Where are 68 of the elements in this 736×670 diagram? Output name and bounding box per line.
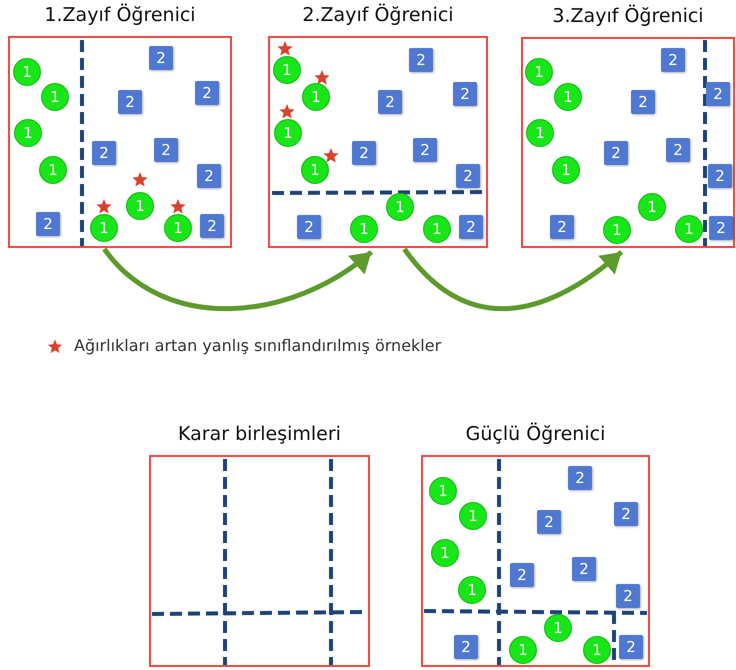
- class-two-marker: 2: [409, 48, 433, 72]
- class-one-marker: 1: [509, 636, 537, 664]
- class-two-marker: 2: [378, 90, 402, 114]
- class-one-marker: 1: [14, 119, 42, 147]
- class-two-marker: 2: [197, 164, 221, 188]
- class-one-marker: 1: [13, 58, 41, 86]
- class-one-marker: 1: [675, 215, 703, 243]
- class-one-marker: 1: [350, 215, 378, 243]
- class-one-marker: 1: [423, 215, 451, 243]
- class-two-marker: 2: [604, 141, 628, 165]
- class-one-marker: 1: [386, 193, 414, 221]
- class-two-marker: 2: [706, 82, 730, 106]
- class-one-marker: 1: [526, 119, 554, 147]
- panel-title: Karar birleşimleri: [177, 423, 342, 445]
- class-two-marker: 2: [550, 215, 574, 239]
- class-one-marker: 1: [552, 156, 580, 184]
- class-one-marker: 1: [638, 193, 666, 221]
- class-two-marker: 2: [661, 48, 685, 72]
- class-two-marker: 2: [36, 212, 60, 236]
- class-one-marker: 1: [90, 214, 118, 242]
- panel-title: 2.Zayıf Öğrenici: [301, 4, 455, 26]
- class-one-marker: 1: [583, 636, 611, 664]
- class-two-marker: 2: [616, 584, 640, 608]
- class-one-marker: 1: [458, 576, 486, 604]
- panel-title: Güçlü Öğrenici: [464, 423, 606, 445]
- class-one-marker: 1: [273, 56, 301, 84]
- class-two-marker: 2: [709, 216, 733, 240]
- class-one-marker: 1: [41, 83, 69, 111]
- class-one-marker: 1: [525, 58, 553, 86]
- class-one-marker: 1: [301, 156, 329, 184]
- class-two-marker: 2: [619, 635, 643, 659]
- class-two-marker: 2: [614, 502, 638, 526]
- class-two-marker: 2: [459, 215, 483, 239]
- curved-arrow: [402, 247, 624, 312]
- class-two-marker: 2: [537, 510, 561, 534]
- class-one-marker: 1: [459, 502, 487, 530]
- class-two-marker: 2: [454, 635, 478, 659]
- class-two-marker: 2: [708, 164, 732, 188]
- class-one-marker: 1: [603, 216, 631, 244]
- class-two-marker: 2: [568, 466, 592, 490]
- class-two-marker: 2: [92, 141, 116, 165]
- class-two-marker: 2: [352, 141, 376, 165]
- class-two-marker: 2: [572, 557, 596, 581]
- class-two-marker: 2: [456, 164, 480, 188]
- class-two-marker: 2: [149, 46, 173, 70]
- class-one-marker: 1: [429, 477, 457, 505]
- class-one-marker: 1: [544, 614, 572, 642]
- legend-text: Ağırlıkları artan yanlış sınıflandırılmış örnekler: [74, 336, 442, 355]
- panel-title: 3.Zayıf Öğrenici: [551, 5, 705, 27]
- panel-title: 1.Zayıf Öğrenici: [43, 4, 197, 26]
- class-two-marker: 2: [631, 90, 655, 114]
- class-two-marker: 2: [118, 90, 142, 114]
- class-one-marker: 1: [274, 119, 302, 147]
- curved-arrow: [102, 247, 373, 312]
- class-two-marker: 2: [510, 563, 534, 587]
- class-two-marker: 2: [666, 138, 690, 162]
- class-one-marker: 1: [164, 214, 192, 242]
- class-two-marker: 2: [195, 81, 219, 105]
- class-two-marker: 2: [200, 214, 224, 238]
- class-two-marker: 2: [297, 215, 321, 239]
- class-one-marker: 1: [431, 539, 459, 567]
- class-one-marker: 1: [126, 192, 154, 220]
- class-two-marker: 2: [453, 82, 477, 106]
- class-one-marker: 1: [302, 83, 330, 111]
- class-one-marker: 1: [39, 156, 67, 184]
- class-two-marker: 2: [154, 138, 178, 162]
- class-one-marker: 1: [554, 83, 582, 111]
- class-two-marker: 2: [413, 138, 437, 162]
